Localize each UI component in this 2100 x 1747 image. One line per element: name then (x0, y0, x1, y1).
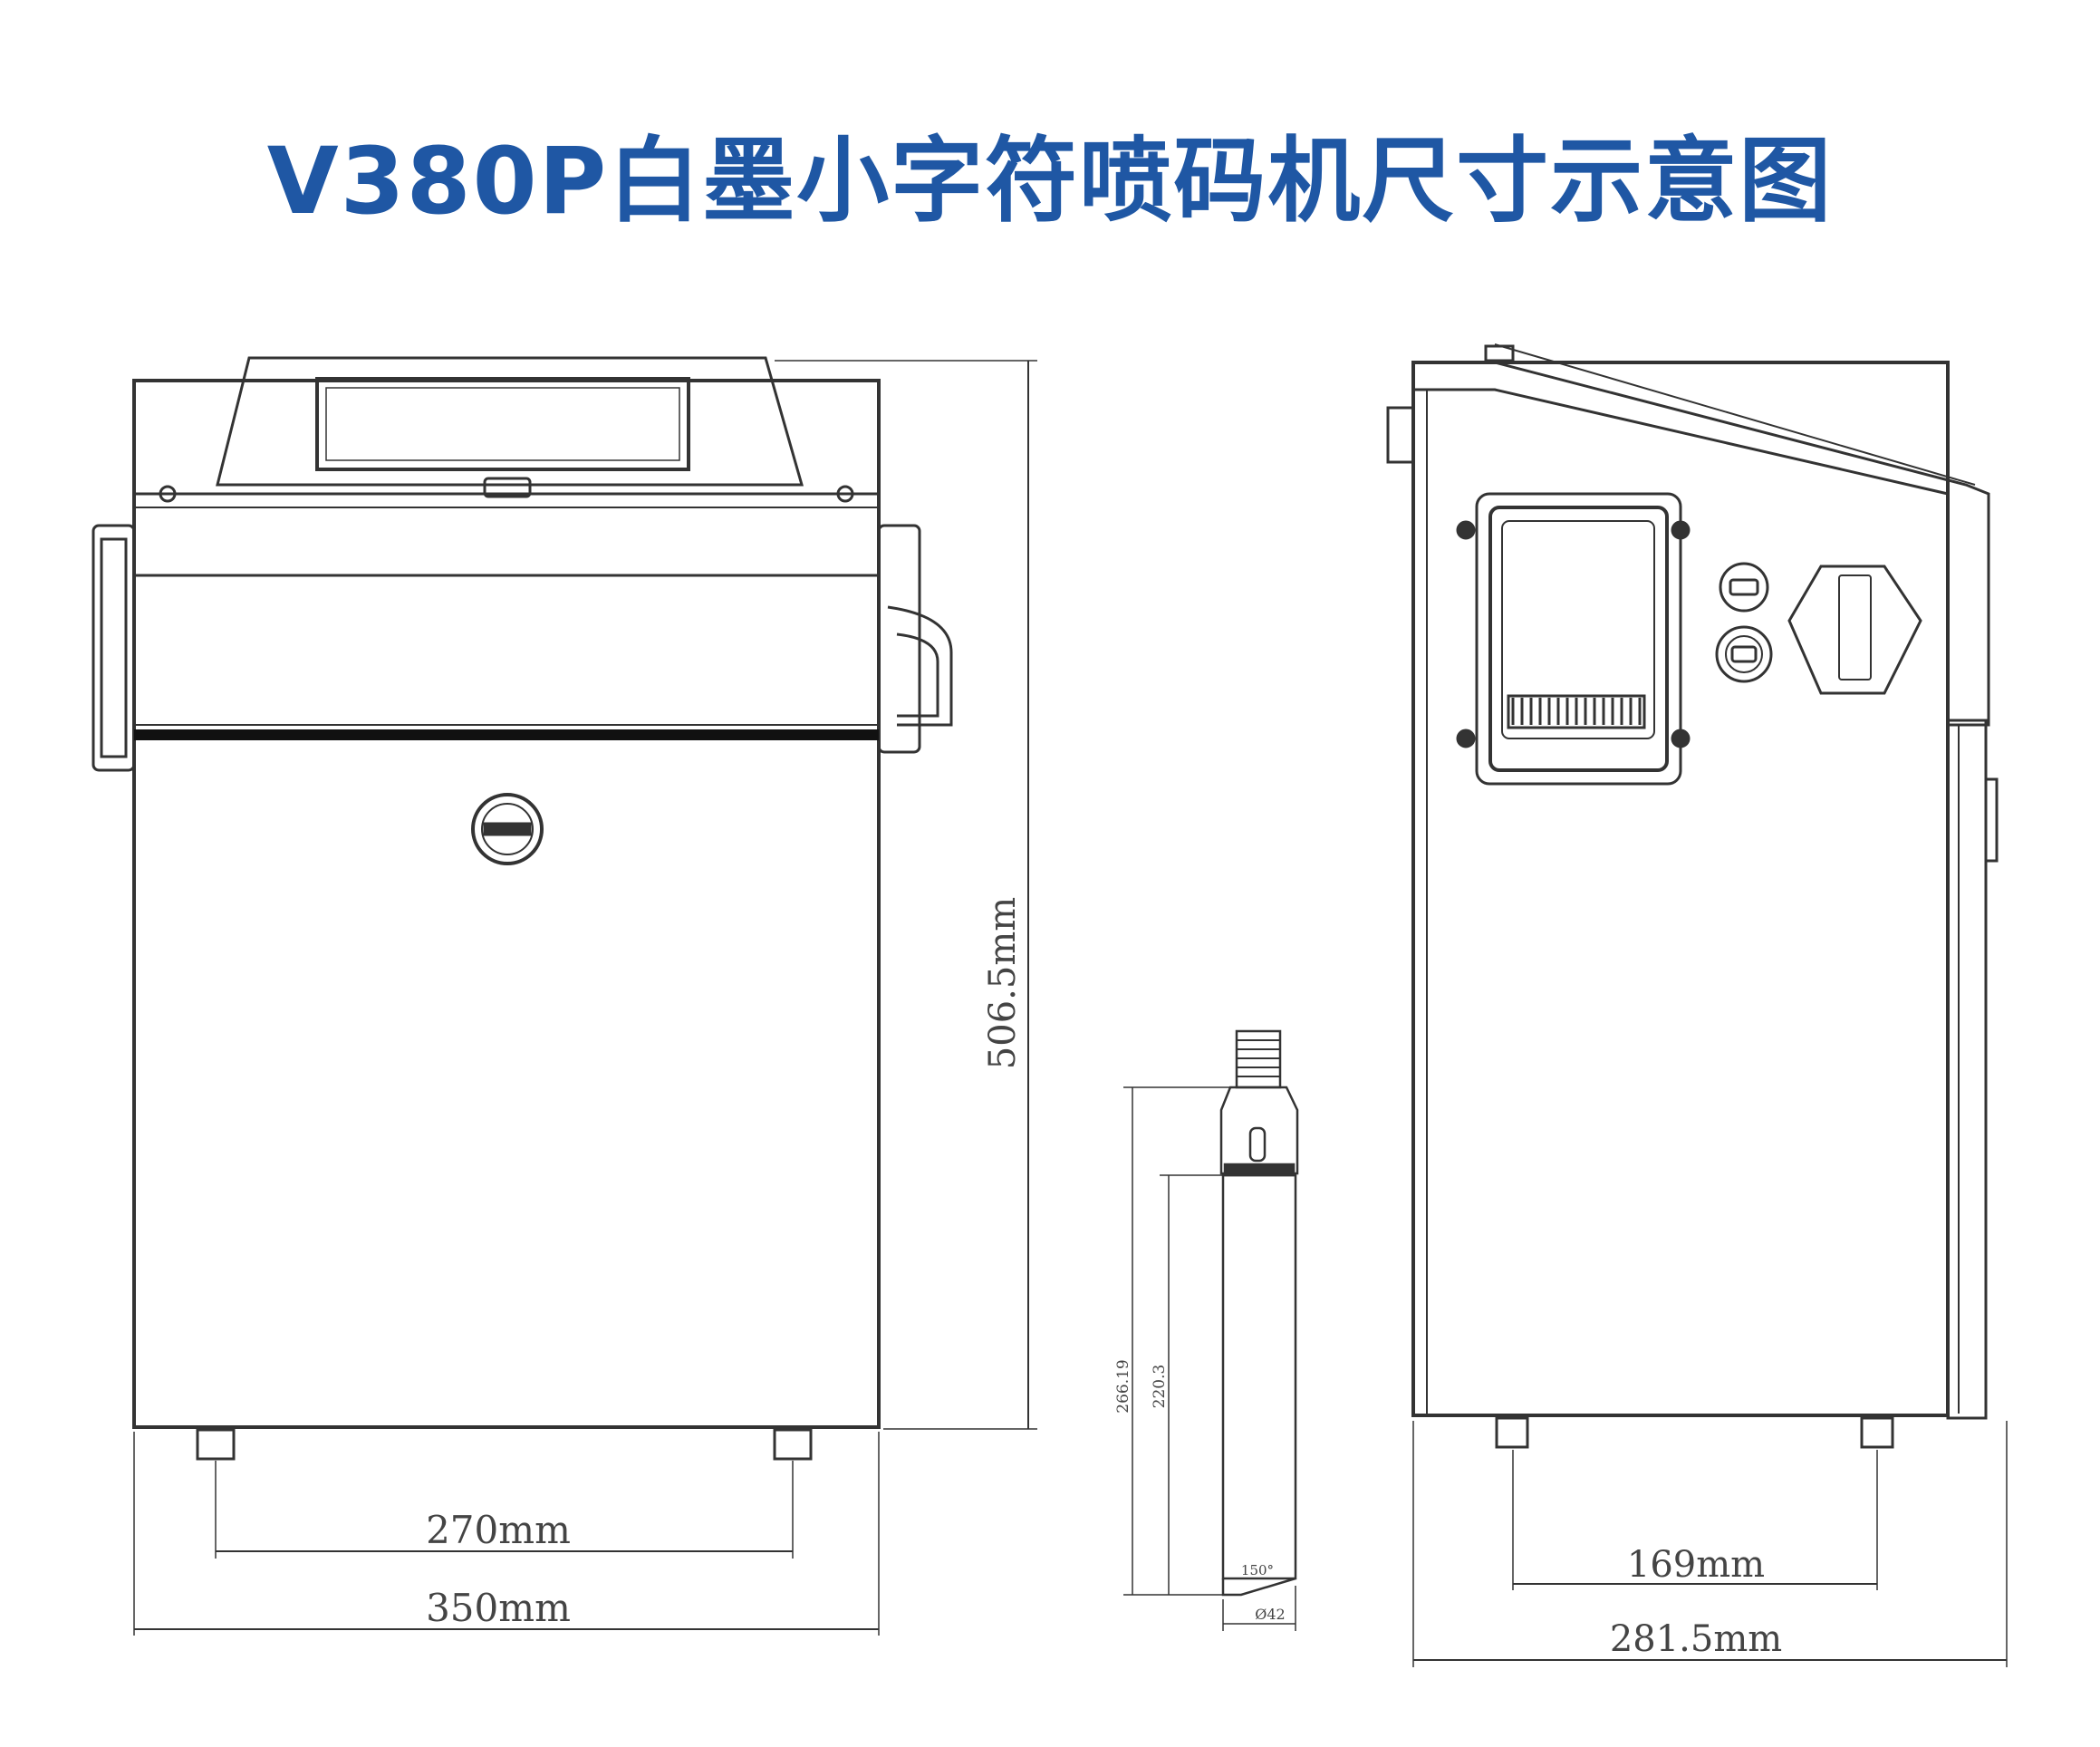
front-height-label: 506.5mm (982, 897, 1024, 1069)
side-foot-spacing-label: 169mm (1627, 1544, 1765, 1586)
front-width-label: 350mm (426, 1586, 571, 1630)
nozzle-angle-label: 150° (1241, 1562, 1274, 1578)
side-view (1386, 343, 2008, 1667)
side-depth-label: 281.5mm (1610, 1618, 1782, 1660)
nozzle-view (1123, 1029, 1299, 1631)
front-view (92, 356, 1037, 1636)
nozzle-total-length-label: 266.19 (1114, 1359, 1132, 1413)
nozzle-body-length-label: 220.3 (1151, 1365, 1169, 1409)
page-title: V380P白墨小字符喷码机尺寸示意图 (266, 128, 1834, 236)
nozzle-diameter-label: Ø42 (1255, 1606, 1285, 1623)
front-foot-spacing-label: 270mm (426, 1508, 571, 1552)
